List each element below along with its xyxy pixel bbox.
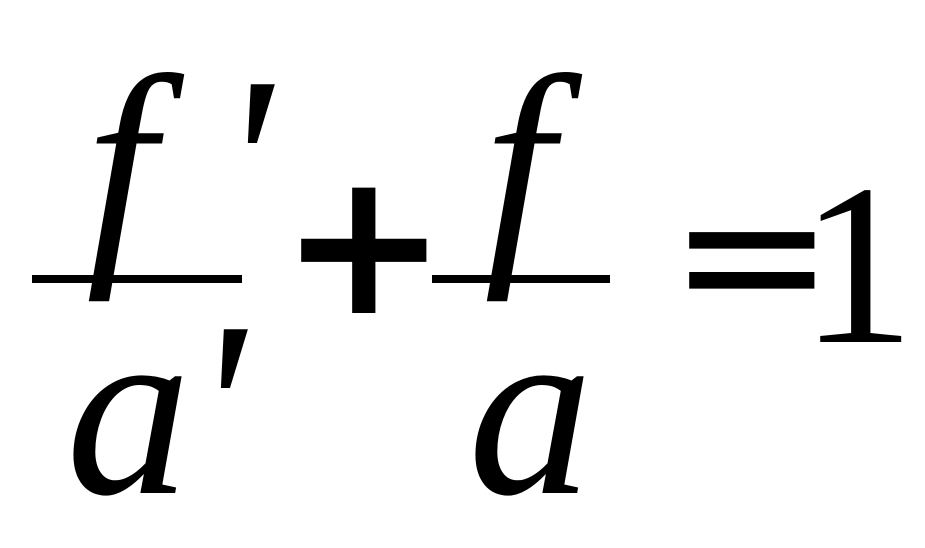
- fraction2-bar: [432, 275, 610, 283]
- fraction1-bar: [32, 275, 242, 283]
- plus-operator: +: [280, 128, 448, 361]
- fraction1-numerator: f ': [86, 26, 272, 303]
- fraction2-numerator: f: [484, 26, 554, 303]
- fraction2-denominator: a: [468, 271, 593, 548]
- equals-sign: =: [668, 138, 836, 371]
- fraction1-denominator: a': [66, 271, 245, 548]
- right-hand-side: 1: [800, 137, 915, 392]
